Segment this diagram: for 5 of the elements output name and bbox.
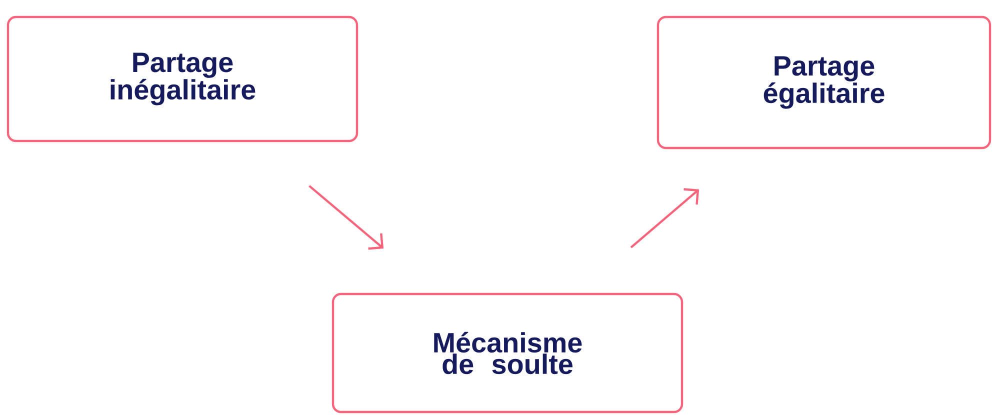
arrow (308, 185, 384, 250)
process-box: Mécanisme de soulte (332, 292, 684, 414)
process-box: Partage inégalitaire (6, 16, 358, 142)
process-box: Partage égalitaire (656, 16, 992, 150)
arrow (630, 188, 700, 248)
